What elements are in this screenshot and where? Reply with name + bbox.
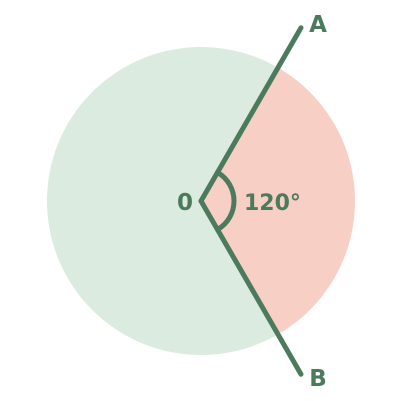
ray-b-label: B (309, 366, 327, 392)
angle-arc (215, 169, 237, 233)
angle-label: 120° (244, 191, 301, 216)
center-label: 0 (177, 190, 193, 216)
major-sector (47, 47, 279, 355)
ray-a-label: A (309, 12, 327, 38)
